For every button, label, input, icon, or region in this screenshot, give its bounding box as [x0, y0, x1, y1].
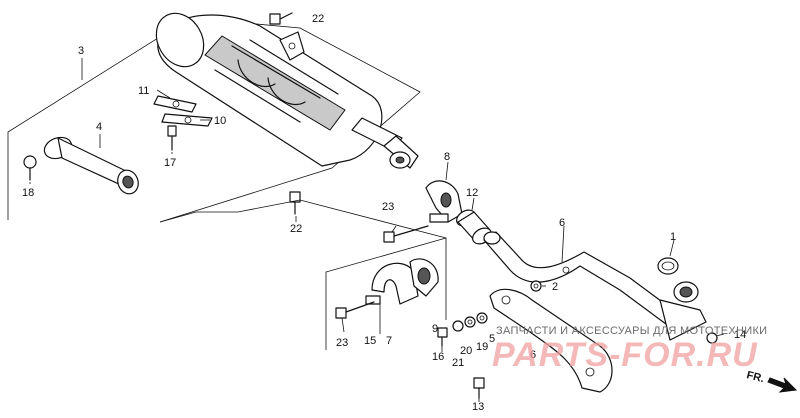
clamp-8 — [425, 180, 463, 223]
callout-17: 17 — [164, 157, 176, 169]
watermark-caption: ЗАПЧАСТИ И АКСЕССУАРЫ ДЛЯ МОТОТЕХНИКИ — [496, 325, 767, 337]
nut-21 — [476, 312, 488, 324]
callout-14: 14 — [734, 329, 746, 341]
callout-3: 3 — [78, 45, 84, 57]
bolt-22-top — [269, 12, 293, 25]
callout-5: 5 — [489, 333, 495, 345]
callout-18: 18 — [22, 187, 34, 199]
heat-shield — [489, 288, 613, 393]
muffler-body — [155, 12, 419, 169]
callout-22-top: 22 — [312, 13, 324, 25]
callout-19: 19 — [476, 341, 488, 353]
muffler-assembly-outline — [7, 17, 421, 223]
callout-labels: 1 2 3 4 5 6 6 7 8 9 10 11 12 13 14 15 16… — [22, 13, 746, 413]
watermark-brand: PARTS-FOR.RU — [492, 336, 758, 374]
callout-13: 13 — [472, 401, 484, 413]
callout-7: 7 — [386, 335, 392, 347]
watermark: ЗАПЧАСТИ И АКСЕССУАРЫ ДЛЯ МОТОТЕХНИКИ PA… — [492, 325, 767, 374]
bolt-13 — [473, 377, 485, 399]
gasket-plate-10 — [161, 113, 213, 127]
callout-6-pipe: 6 — [559, 217, 565, 229]
nut-2 — [530, 280, 542, 292]
front-arrow-icon — [767, 377, 798, 393]
callout-23-upper: 23 — [382, 201, 394, 213]
exhaust-pipe — [483, 231, 707, 341]
callout-12: 12 — [466, 187, 478, 199]
exhaust-joint-collar — [673, 281, 718, 344]
collar-12 — [456, 209, 492, 245]
callout-8: 8 — [444, 151, 450, 163]
callout-15: 15 — [364, 335, 376, 347]
callout-9: 9 — [432, 323, 438, 335]
bolt-23-lower — [335, 301, 375, 319]
leader-lines — [29, 89, 725, 402]
callout-16: 16 — [432, 351, 444, 363]
callout-20: 20 — [460, 345, 472, 357]
callout-21: 21 — [452, 357, 464, 369]
bolt-16 — [437, 327, 448, 347]
muffler-gasket — [153, 95, 197, 113]
screw-18 — [23, 155, 37, 181]
washer-20 — [452, 320, 464, 332]
callout-11: 11 — [138, 85, 149, 97]
callout-6-shield: 6 — [530, 349, 536, 361]
callout-2: 2 — [552, 281, 558, 293]
tailpipe — [43, 136, 139, 195]
exhaust-gasket-1 — [657, 257, 679, 275]
clamp-assembly-outline — [159, 199, 447, 350]
callout-10: 10 — [214, 115, 226, 127]
exhaust-clamp — [365, 258, 439, 305]
callout-1: 1 — [670, 231, 676, 243]
callout-4: 4 — [96, 121, 102, 133]
callout-23-lower: 23 — [336, 337, 348, 349]
bolt-23-upper — [383, 225, 429, 243]
front-direction-indicator: FR. — [745, 369, 798, 393]
front-direction-label: FR. — [745, 369, 765, 385]
washer-19 — [464, 316, 476, 328]
bolt-22-lower — [289, 191, 301, 215]
callout-22-lower: 22 — [290, 223, 302, 235]
bolt-17 — [167, 125, 177, 151]
